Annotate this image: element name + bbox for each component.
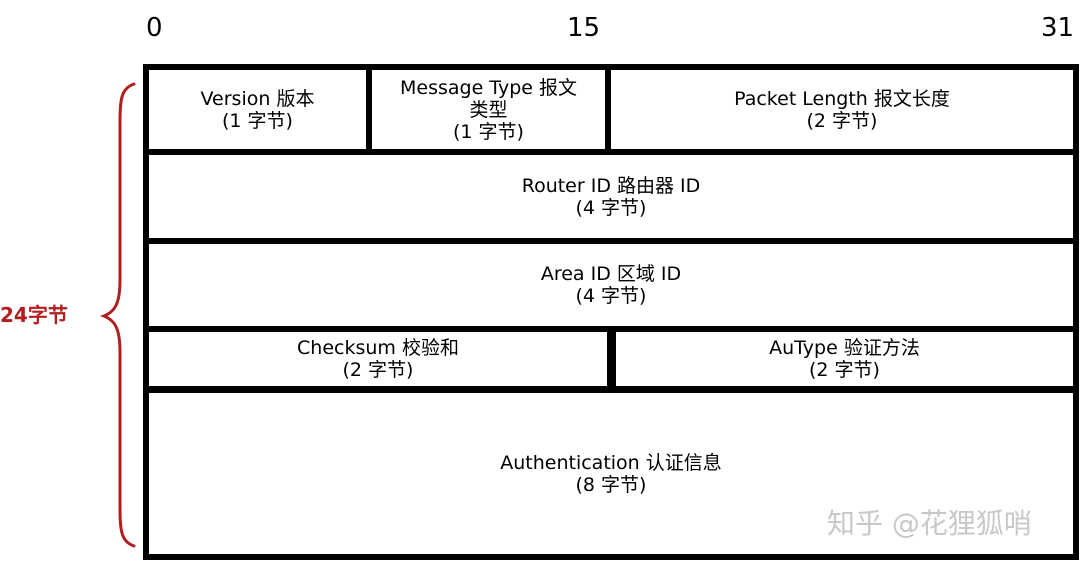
field-router-id-name: Router ID 路由器 ID bbox=[521, 174, 701, 197]
bit-index-middle: 15 bbox=[567, 13, 601, 43]
field-message-type-size: (1 字节) bbox=[453, 120, 524, 143]
field-area-id: Area ID 区域 ID (4 字节) bbox=[149, 244, 1073, 326]
field-packet-length: Packet Length 报文长度 (2 字节) bbox=[611, 70, 1073, 149]
field-authentication: Authentication 认证信息 (8 字节) bbox=[149, 393, 1073, 554]
field-message-type-name-line2: 类型 bbox=[469, 98, 508, 121]
size-brace bbox=[100, 82, 136, 548]
field-checksum: Checksum 校验和 (2 字节) bbox=[149, 332, 607, 386]
bit-index-start: 0 bbox=[146, 13, 163, 43]
bit-index-end: 31 bbox=[1041, 13, 1075, 43]
field-message-type-name-line1: Message Type 报文 bbox=[400, 76, 577, 99]
field-message-type: Message Type 报文 类型 (1 字节) bbox=[372, 70, 605, 149]
field-version-size: (1 字节) bbox=[222, 109, 293, 132]
field-checksum-name: Checksum 校验和 bbox=[297, 337, 459, 359]
field-checksum-size: (2 字节) bbox=[342, 359, 414, 381]
field-autype: AuType 验证方法 (2 字节) bbox=[616, 332, 1073, 386]
field-router-id: Router ID 路由器 ID (4 字节) bbox=[149, 155, 1073, 238]
ospf-header-diagram: Version 版本 (1 字节) Message Type 报文 类型 (1 … bbox=[143, 64, 1079, 560]
field-autype-name: AuType 验证方法 bbox=[769, 337, 920, 359]
field-area-id-size: (4 字节) bbox=[575, 285, 647, 307]
field-authentication-name: Authentication 认证信息 bbox=[500, 451, 722, 474]
field-version: Version 版本 (1 字节) bbox=[149, 70, 366, 149]
field-packet-length-size: (2 字节) bbox=[806, 109, 878, 132]
field-version-name: Version 版本 bbox=[200, 87, 315, 110]
watermark: 知乎 @花狸狐哨 bbox=[827, 507, 1032, 540]
field-router-id-size: (4 字节) bbox=[575, 196, 647, 219]
field-packet-length-name: Packet Length 报文长度 bbox=[734, 87, 950, 110]
field-area-id-name: Area ID 区域 ID bbox=[540, 263, 682, 285]
total-size-label: 24字节 bbox=[0, 303, 68, 327]
field-authentication-size: (8 字节) bbox=[575, 473, 647, 496]
field-autype-size: (2 字节) bbox=[809, 359, 880, 381]
